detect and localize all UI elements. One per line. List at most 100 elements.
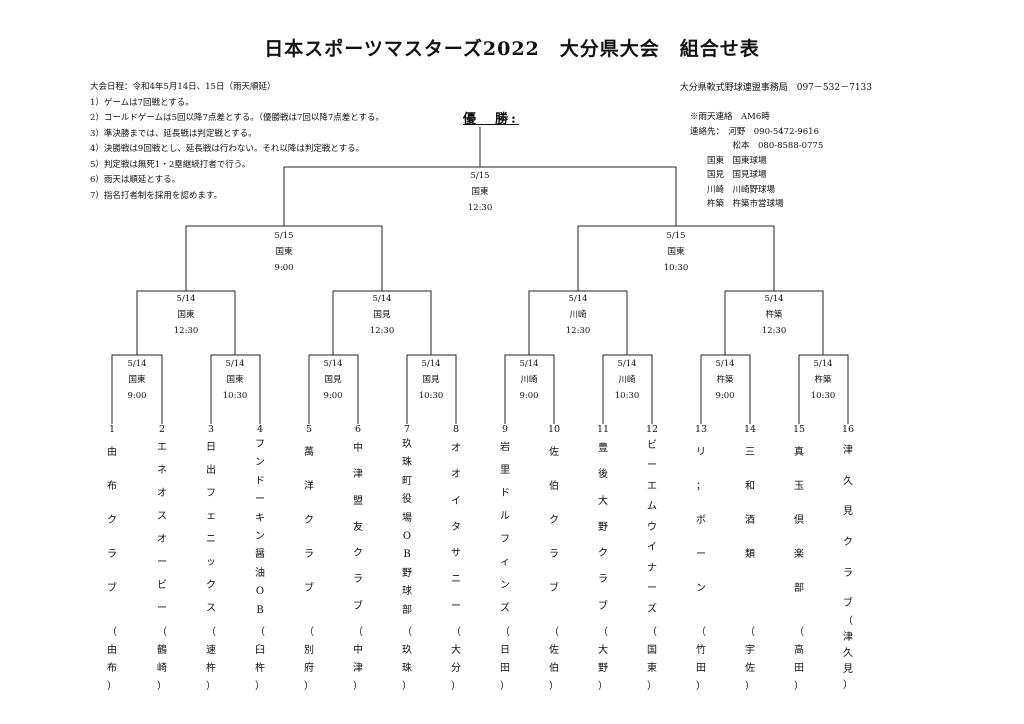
tournament-rules: 大会日程：令和4年5月14日、15日（雨天順延） 1）ゲームは7回戦とする。 2… [90, 80, 384, 204]
game-round1: 5/14 川崎 9:00 [499, 356, 559, 404]
team-seed-number: 4 [256, 424, 264, 435]
page-title: 日本スポーツマスターズ2022 大分県大会 組合せ表 [264, 38, 760, 60]
team-name: 岩里ドルフィンズ [500, 442, 510, 614]
game-time: 9:00 [715, 391, 735, 401]
game-date: 5/14 [323, 359, 343, 369]
game-time: 12:30 [565, 326, 591, 336]
team-hometown: （由布） [107, 627, 117, 692]
team-name: オオイタサニー [451, 443, 461, 612]
game-date: 5/15 [274, 231, 294, 241]
game-round1: 5/14 国見 10:30 [401, 356, 461, 404]
game-date: 5/15 [666, 231, 686, 241]
contact-line: 杵築 杵築市営球場 [690, 199, 784, 209]
game-round1: 5/14 杵築 9:00 [695, 356, 755, 404]
team-seed-number: 7 [403, 424, 411, 435]
team-name: 由布クラブ [107, 447, 117, 594]
game-date: 5/14 [127, 359, 147, 369]
game-venue: 国見 [324, 375, 342, 385]
team-hometown: （竹田） [696, 627, 706, 692]
rule-line: 6）雨天は順延とする。 [90, 175, 181, 185]
rule-line: 7）指名打者制を採用を認めます。 [90, 190, 223, 201]
game-time: 10:30 [418, 391, 444, 401]
team-entry: 6 中津盟友クラブ （中津） [348, 424, 368, 696]
rain-contact-info: ※雨天連絡 AM6時 連絡先： 河野 090-5472-9616 松本 080-… [690, 110, 823, 212]
team-hometown: （津久見） [843, 616, 853, 691]
game-quarterfinal: 5/14 国見 12:30 [352, 291, 412, 339]
team-name: 萬洋クラブ [304, 447, 314, 594]
team-hometown: （大野） [598, 627, 608, 692]
game-venue: 国見 [373, 310, 391, 320]
game-date: 5/14 [421, 359, 441, 369]
game-time: 10:30 [810, 391, 836, 401]
team-seed-number: 8 [452, 424, 460, 435]
team-seed-number: 12 [645, 424, 659, 435]
game-date: 5/14 [519, 359, 539, 369]
game-time: 12:30 [761, 326, 787, 336]
game-semifinal: 5/15 国東 9:00 [254, 228, 314, 276]
game-date: 5/14 [568, 294, 588, 304]
contact-line: 松本 080-8588-0775 [690, 141, 824, 151]
team-name: 真玉倶楽部 [794, 447, 804, 594]
team-name: 佐伯クラブ [549, 447, 559, 594]
team-name: ビーエムウイナーズ [647, 440, 657, 615]
game-round1: 5/14 杵築 10:30 [793, 356, 853, 404]
game-round1: 5/14 国見 9:00 [303, 356, 363, 404]
team-seed-number: 5 [305, 424, 313, 435]
game-venue: 杵築 [814, 375, 832, 385]
game-time: 12:30 [369, 326, 395, 336]
team-seed-number: 6 [354, 424, 362, 435]
contact-line: 国見 国見球場 [690, 170, 767, 180]
contact-line: ※雨天連絡 AM6時 [690, 112, 770, 122]
team-name: 豊後大野クラブ [598, 443, 608, 612]
team-seed-number: 16 [841, 424, 855, 435]
team-hometown: （日田） [500, 627, 510, 692]
rule-line: 2）コールドゲームは5回以降7点差とする。（優勝戦は7回以降7点差とする。 [90, 113, 385, 123]
game-venue: 国見 [422, 375, 440, 385]
rule-line: 3）準決勝までは、延長戦は判定戦とする。 [90, 128, 257, 139]
game-semifinal: 5/15 国東 10:30 [646, 228, 706, 276]
team-hometown: （別府） [304, 627, 314, 692]
rule-line: 4）決勝戦は9回戦とし、延長戦は行わない。それ以降は判定戦とする。 [90, 144, 365, 154]
game-date: 5/14 [715, 359, 735, 369]
game-quarterfinal: 5/14 川崎 12:30 [548, 291, 608, 339]
winner-label: 優 勝: [463, 112, 519, 127]
team-hometown: （鶴崎） [157, 627, 167, 692]
game-quarterfinal: 5/14 国東 12:30 [156, 291, 216, 339]
team-name: 中津盟友クラブ [353, 443, 363, 612]
team-entry: 2 エネオスオービー （鶴崎） [152, 424, 172, 696]
team-seed-number: 14 [743, 424, 757, 435]
team-seed-number: 3 [207, 424, 215, 435]
team-seed-number: 2 [158, 424, 166, 435]
game-round1: 5/14 国東 9:00 [107, 356, 167, 404]
team-seed-number: 13 [694, 424, 708, 435]
rule-line: 5）判定戦は無死1・2塁継続打者で行う。 [90, 159, 251, 170]
team-name: エネオスオービー [157, 442, 167, 614]
game-time: 10:30 [222, 391, 248, 401]
team-hometown: （高田） [794, 627, 804, 692]
team-hometown: （中津） [353, 627, 363, 692]
game-date: 5/14 [225, 359, 245, 369]
team-name: 日出フェニックス [206, 442, 216, 614]
team-entry: 5 萬洋クラブ （別府） [299, 424, 319, 696]
game-time: 10:30 [614, 391, 640, 401]
game-date: 5/14 [764, 294, 784, 304]
game-venue: 国東 [667, 247, 685, 257]
game-venue: 川崎 [569, 310, 587, 320]
game-venue: 国東 [177, 310, 195, 320]
game-venue: 国東 [128, 375, 146, 385]
team-hometown: （大分） [451, 627, 461, 692]
game-time: 9:00 [323, 391, 343, 401]
